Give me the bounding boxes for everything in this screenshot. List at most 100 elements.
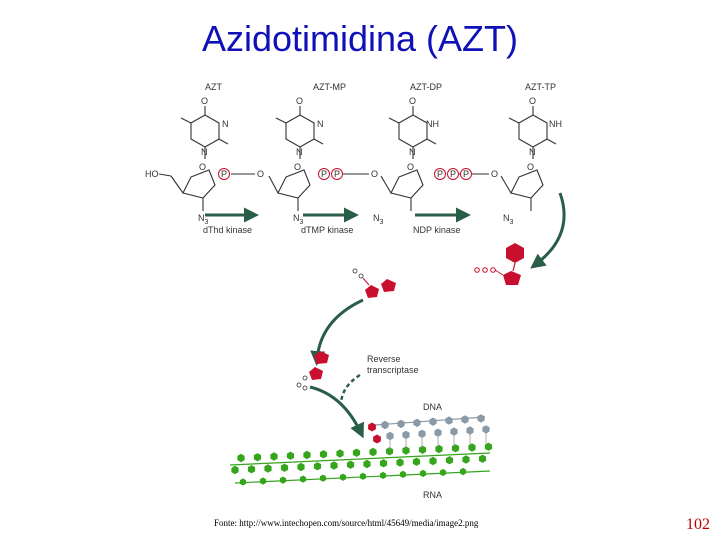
rna-base [336, 449, 344, 458]
enzyme-label-dtmp-kinase: dTMP kinase [301, 225, 353, 235]
rna-lower-nucleotide [239, 478, 247, 486]
phosphate-label: P [463, 169, 469, 179]
azt-molecule: AZT O N N O HO N3 [145, 82, 229, 226]
rna-base [385, 447, 394, 456]
rna-base [319, 450, 328, 459]
curved-arrow [530, 192, 566, 269]
azt-pathway-diagram: AZT O N N O HO N3 AZT-MP [145, 82, 566, 500]
dna-nucleotide [429, 417, 437, 426]
rna-nucleotide [445, 456, 454, 465]
rna-nucleotide [297, 462, 305, 472]
released-nucleotide [352, 268, 396, 298]
dna-rna-duplex [229, 414, 493, 486]
rna-base [270, 452, 278, 461]
enzyme-label-ndp-kinase: NDP kinase [413, 225, 460, 235]
imino-label: NH [426, 119, 439, 129]
rna-lower-nucleotide [279, 476, 287, 484]
oxygen-label: O [201, 96, 208, 106]
rna-nucleotide [478, 454, 487, 463]
nitrogen-label: N [222, 119, 229, 129]
ester-oxygen-label: O [257, 169, 264, 179]
rna-base [418, 445, 427, 454]
azide-label: N3 [373, 213, 384, 226]
dashed-arrow [339, 373, 361, 406]
ring-oxygen-label: O [199, 162, 206, 172]
azide-label: N3 [293, 213, 304, 226]
dna-base [386, 431, 394, 441]
rna-base [484, 442, 493, 451]
azt-mp-molecule: AZT-MP P O N N O O N3 [218, 82, 346, 226]
azide-label: N3 [503, 213, 514, 226]
rna-base [303, 450, 311, 460]
phosphate-label: P [221, 169, 227, 179]
dna-nucleotide [397, 419, 405, 429]
nitrogen-label: N [409, 147, 416, 157]
hydroxyl-label: HO [145, 169, 159, 179]
rna-base [286, 451, 295, 460]
ring-oxygen-label: O [407, 162, 414, 172]
rna-base [352, 448, 361, 457]
rna-base [253, 453, 262, 462]
compound-label-azt-tp: AZT-TP [525, 82, 556, 92]
oxygen-label: O [296, 96, 303, 106]
rna-backbone [229, 452, 491, 466]
nitrogen-label: N [529, 147, 536, 157]
image-source-caption: Fonte: http://www.intechopen.com/source/… [214, 518, 479, 528]
rna-nucleotide [379, 459, 388, 468]
rna-lower-nucleotide [359, 472, 367, 480]
page-number: 102 [686, 516, 710, 533]
rna-base [237, 453, 245, 463]
rna-nucleotide [412, 457, 421, 466]
phosphate-label: P [450, 169, 456, 179]
curved-arrow [310, 298, 364, 366]
rna-base [468, 443, 476, 452]
rna-nucleotide [330, 461, 338, 470]
phosphate-label: P [437, 169, 443, 179]
rna-lower-nucleotide [399, 470, 407, 478]
rna-nucleotide [346, 460, 355, 469]
rna-nucleotide [313, 462, 322, 471]
rna-nucleotide [280, 463, 289, 472]
reverse-label: Reverse [367, 354, 401, 364]
rna-lower-nucleotide [299, 475, 307, 483]
oxygen-label: O [409, 96, 416, 106]
rna-lower-nucleotide [339, 473, 347, 481]
nitrogen-label: N [317, 119, 324, 129]
rna-lower-nucleotide [319, 474, 327, 482]
transcriptase-label: transcriptase [367, 365, 419, 375]
rna-nucleotide [363, 459, 371, 469]
dna-base [482, 425, 490, 434]
azt-metabolism-figure: AZT O N N O HO N3 AZT-MP [135, 75, 585, 515]
rt-nucleotide [296, 351, 329, 391]
rna-nucleotide [247, 465, 256, 474]
phosphate-label: P [321, 169, 327, 179]
rna-base [451, 444, 460, 453]
nitrogen-label: N [296, 147, 303, 157]
phosphate-label: P [334, 169, 340, 179]
rna-lower-nucleotide [439, 468, 447, 477]
dna-nucleotide [381, 420, 389, 430]
azt-dp-molecule: AZT-DP P P O NH N O O N3 [318, 82, 442, 226]
rna-nucleotide [396, 458, 404, 467]
slide-title: Azidotimidina (AZT) [201, 18, 519, 59]
rna-base [435, 444, 443, 454]
enzyme-label-dthd-kinase: dThd kinase [203, 225, 252, 235]
rna-base [369, 447, 377, 457]
rna-lower-nucleotide [419, 469, 427, 478]
azide-label: N3 [198, 213, 209, 226]
dna-base [466, 426, 474, 435]
rna-nucleotide [231, 465, 239, 475]
ester-oxygen-label: O [491, 169, 498, 179]
incorporated-azt [368, 422, 376, 432]
curved-arrow [309, 385, 364, 439]
rna-nucleotide [264, 464, 272, 473]
rna-lower-nucleotide [259, 477, 267, 485]
rna-label: RNA [423, 490, 442, 500]
rna-nucleotide [429, 456, 437, 466]
oxygen-label: O [529, 96, 536, 106]
rna-lower-nucleotide [379, 471, 387, 479]
dna-base [418, 429, 426, 438]
dna-label: DNA [423, 402, 442, 412]
rna-lower-nucleotide [459, 467, 467, 476]
dna-base [402, 430, 410, 440]
